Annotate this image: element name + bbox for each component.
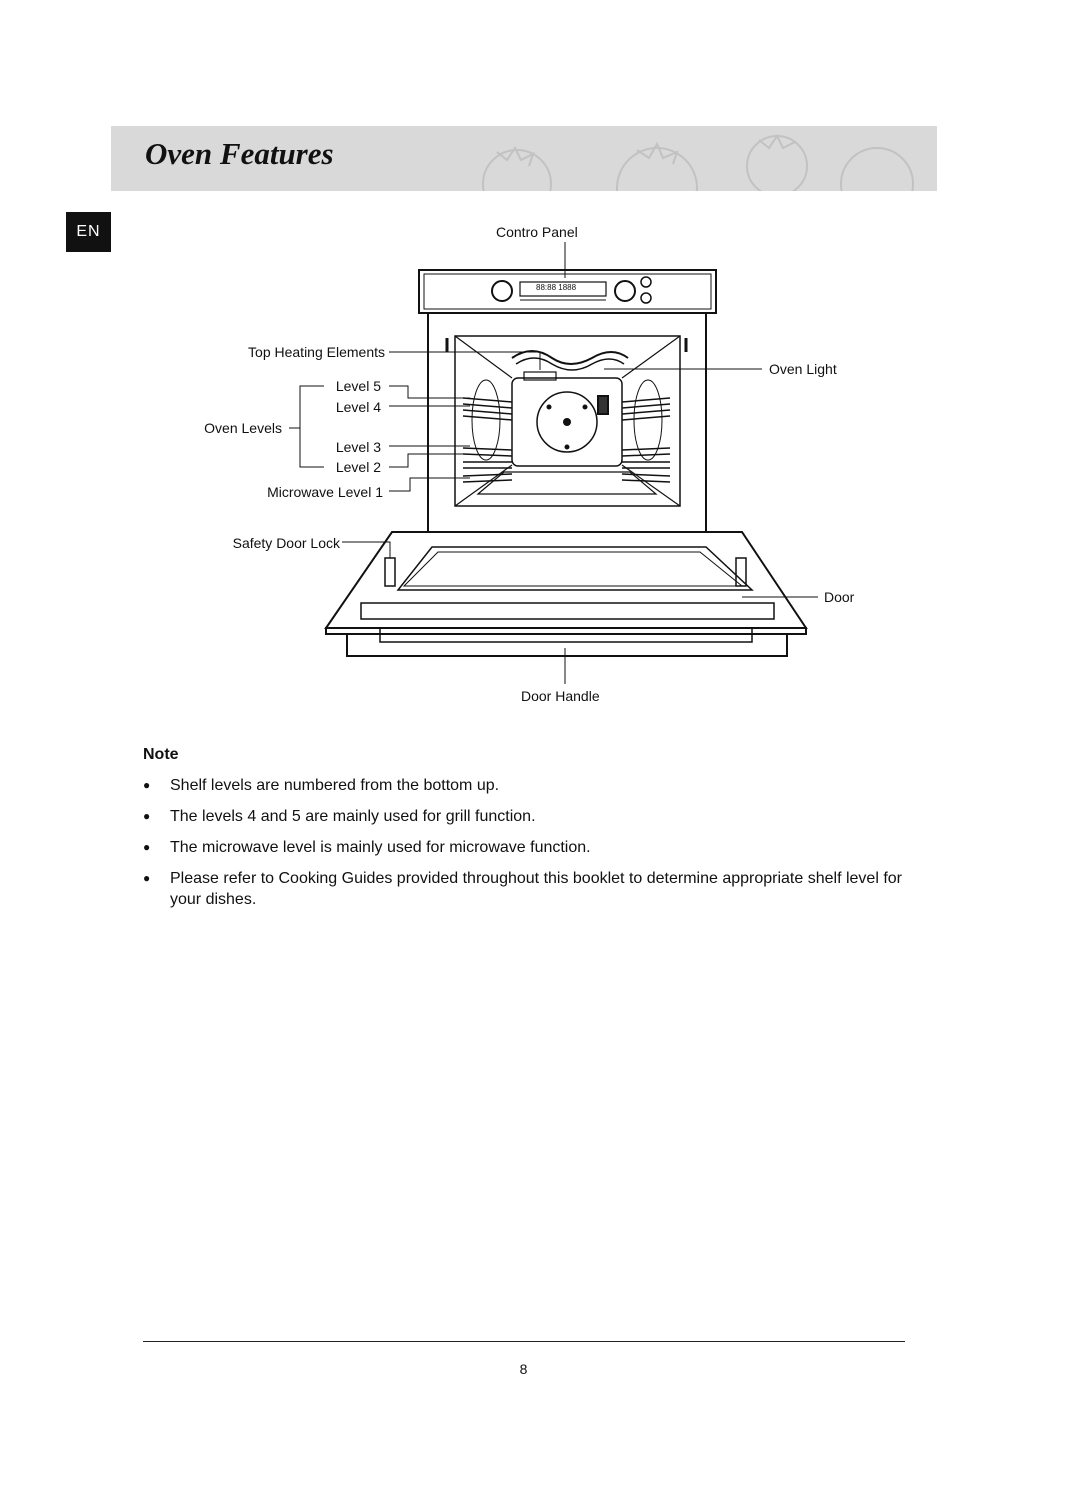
label-control-panel: Contro Panel: [496, 224, 578, 240]
panel-display-readout: 88:88 1888: [536, 283, 577, 292]
list-item: ● Please refer to Cooking Guides provided…: [143, 868, 903, 910]
list-item: ● The levels 4 and 5 are mainly used for …: [143, 806, 903, 827]
footer-divider: [143, 1341, 905, 1342]
section-header-band: Oven Features: [111, 126, 937, 191]
note-text: Shelf levels are numbered from the botto…: [170, 777, 500, 794]
label-microwave-level-1: Microwave Level 1: [267, 484, 383, 500]
note-text: The microwave level is mainly used for m…: [170, 839, 591, 856]
page-number: 8: [519, 1361, 528, 1377]
label-level-5: Level 5: [335, 378, 381, 394]
label-level-2: Level 2: [335, 459, 381, 475]
bullet-icon: ●: [143, 809, 151, 823]
note-text: The levels 4 and 5 are mainly used for g…: [170, 808, 536, 825]
bullet-icon: ●: [143, 840, 151, 854]
label-level-3: Level 3: [335, 439, 381, 455]
label-door: Door: [824, 589, 855, 605]
bullet-icon: ●: [143, 778, 151, 792]
label-door-handle: Door Handle: [521, 688, 600, 704]
label-oven-levels: Oven Levels: [204, 420, 282, 436]
tomato-decoration-icon: [482, 134, 914, 191]
note-text: Please refer to Cooking Guides provided …: [170, 870, 902, 908]
note-title: Note: [143, 746, 179, 763]
note-list: ● Shelf levels are numbered from the bott…: [143, 775, 903, 910]
page-title: Oven Features: [145, 136, 334, 171]
label-level-4: Level 4: [335, 399, 381, 415]
label-top-heating-elements: Top Heating Elements: [248, 344, 385, 360]
note-section: Note ● Shelf levels are numbered from the…: [143, 746, 903, 920]
list-item: ● Shelf levels are numbered from the bott…: [143, 775, 903, 796]
oven-diagram: [289, 242, 818, 684]
bullet-icon: ●: [143, 871, 151, 885]
language-tab: EN: [66, 212, 111, 252]
label-safety-door-lock: Safety Door Lock: [232, 535, 340, 551]
list-item: ● The microwave level is mainly used for …: [143, 837, 903, 858]
label-oven-light: Oven Light: [769, 361, 837, 377]
